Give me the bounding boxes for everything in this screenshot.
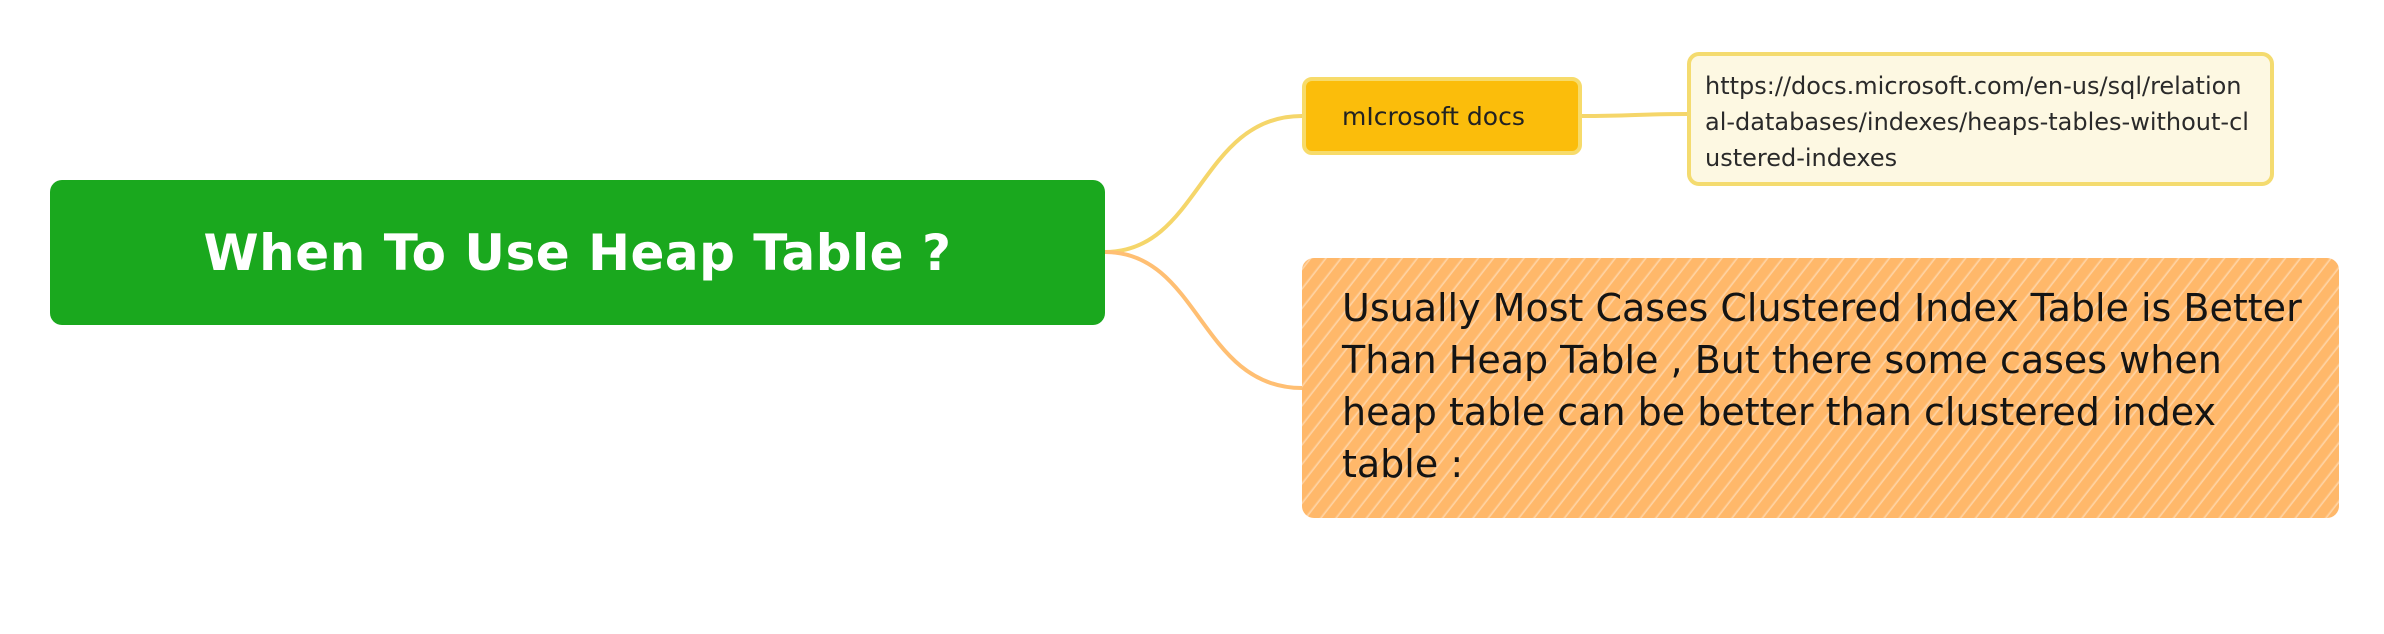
heap-vs-clustered-note-text: Usually Most Cases Clustered Index Table… bbox=[1342, 286, 2302, 486]
connector-root-to-docs bbox=[1103, 114, 1304, 254]
docs-url-node[interactable]: https://docs.microsoft.com/en-us/sql/rel… bbox=[1687, 52, 2274, 186]
docs-url-text: https://docs.microsoft.com/en-us/sql/rel… bbox=[1705, 72, 2249, 172]
connector-root-to-note bbox=[1103, 250, 1304, 390]
connector-docs-to-url bbox=[1580, 112, 1689, 118]
heap-vs-clustered-note-node[interactable]: Usually Most Cases Clustered Index Table… bbox=[1302, 258, 2339, 518]
root-topic-title: When To Use Heap Table ? bbox=[203, 223, 952, 282]
microsoft-docs-label: mIcrosoft docs bbox=[1342, 101, 1525, 131]
root-topic-node[interactable]: When To Use Heap Table ? bbox=[50, 180, 1105, 325]
microsoft-docs-node[interactable]: mIcrosoft docs bbox=[1302, 77, 1582, 155]
